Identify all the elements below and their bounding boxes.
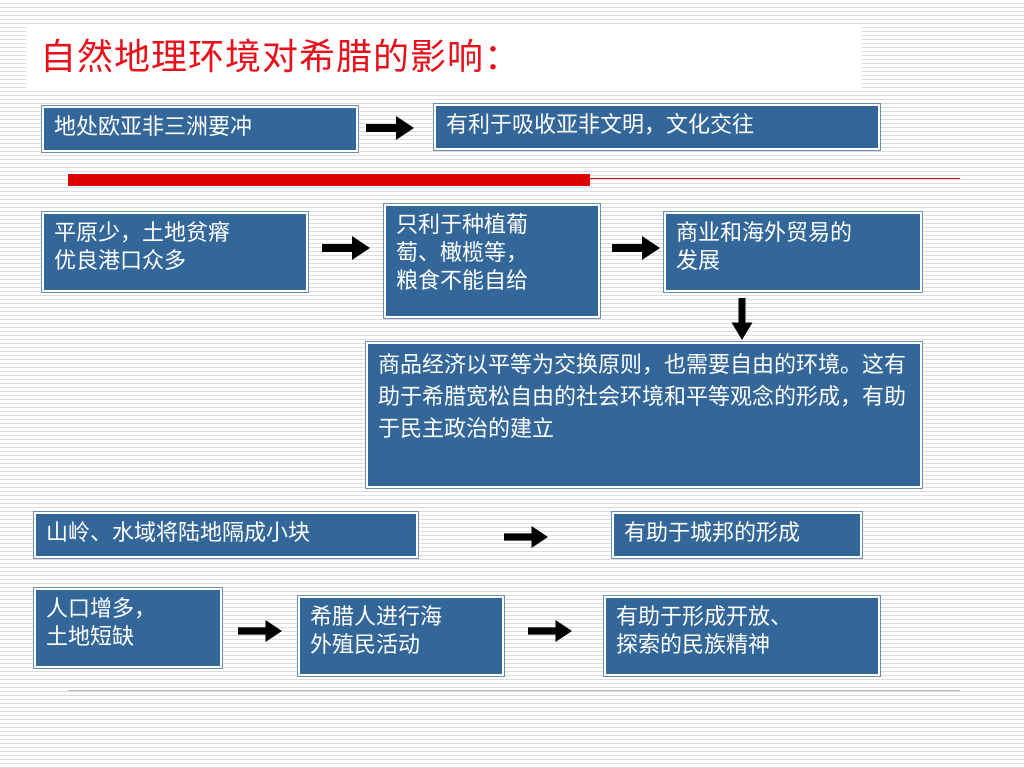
box-city-state: 有助于城邦的形成 <box>611 511 863 559</box>
box-colonization: 希腊人进行海 外殖民活动 <box>297 595 505 677</box>
arrow-right-icon <box>528 620 572 642</box>
arrow-right-icon <box>322 236 370 260</box>
box-grapes-olives: 只利于种植葡 萄、橄榄等， 粮食不能自给 <box>383 203 601 319</box>
arrow-right-icon <box>612 236 660 260</box>
arrow-right-icon <box>366 116 414 140</box>
slide-title: 自然地理环境对希腊的影响： <box>40 37 522 78</box>
box-open-spirit: 有助于形成开放、 探索的民族精神 <box>603 595 881 677</box>
box-mountains: 山岭、水域将陆地隔成小块 <box>33 511 419 559</box>
arrow-down-icon <box>731 298 753 340</box>
bottom-rule <box>68 690 960 691</box>
box-commodity-economy: 商品经济以平等为交换原则，也需要自由的环境。这有助于希腊宽松自由的社会环境和平等… <box>365 341 923 489</box>
box-absorb-civilization: 有利于吸收亚非文明，文化交往 <box>433 103 881 151</box>
arrow-right-icon <box>504 526 548 548</box>
title-panel <box>26 26 862 88</box>
red-divider-bar <box>68 174 590 186</box>
box-plains: 平原少，土地贫瘠 优良港口众多 <box>41 211 309 293</box>
arrow-right-icon <box>238 620 282 642</box>
box-trade: 商业和海外贸易的 发展 <box>663 211 923 293</box>
red-divider-line <box>590 178 960 179</box>
box-location: 地处欧亚非三洲要冲 <box>41 105 359 153</box>
box-population: 人口增多， 土地短缺 <box>33 587 223 669</box>
